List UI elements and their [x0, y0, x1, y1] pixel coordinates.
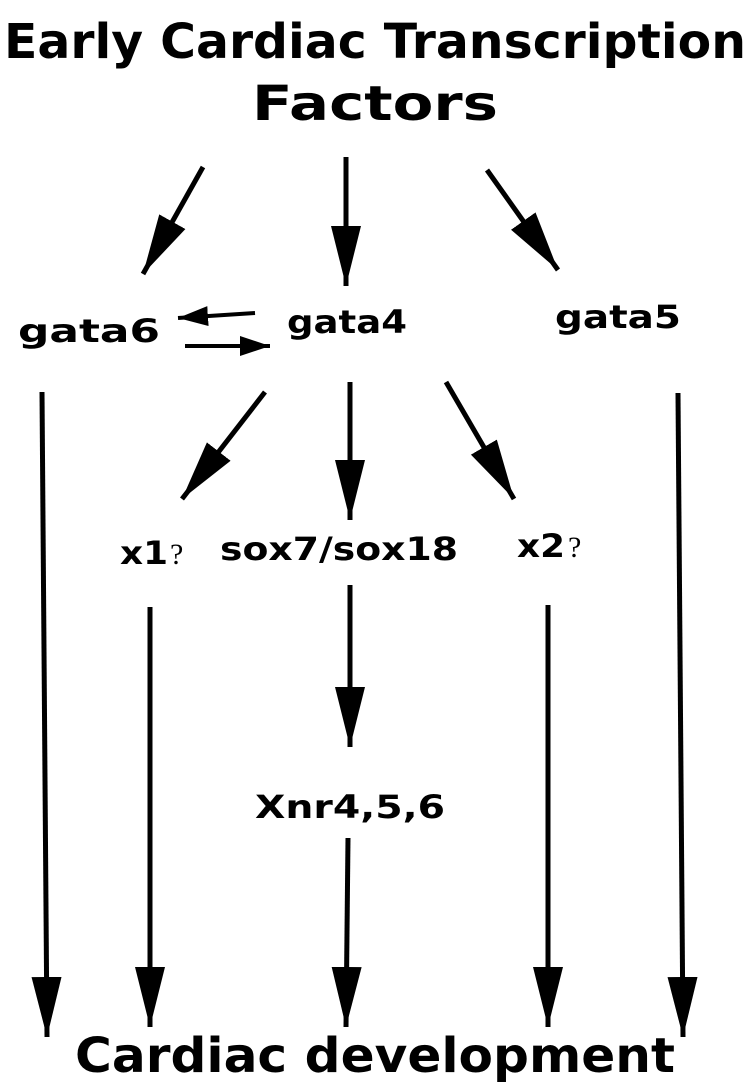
- title-line-1: Early Cardiac Transcription: [4, 14, 746, 70]
- arrow-factors-to-gata6: [140, 165, 206, 276]
- node-sox7-sox18: sox7/sox18: [220, 530, 458, 568]
- node-x2: x2: [517, 527, 565, 565]
- node-x1-question: ?: [170, 538, 183, 571]
- title-line-2: Factors: [252, 76, 498, 132]
- node-gata6: gata6: [18, 312, 160, 350]
- arrow-xnr-to-development: [331, 837, 362, 1028]
- node-gata5: gata5: [555, 298, 681, 336]
- node-x1: x1: [120, 534, 168, 572]
- arrow-factors-to-gata5: [484, 168, 561, 272]
- arrow-gata6-to-development: [31, 391, 62, 1038]
- arrow-gata4-to-gata6: [177, 306, 256, 327]
- node-gata4: gata4: [287, 303, 407, 341]
- outcome-cardiac-development: Cardiac development: [75, 1028, 675, 1084]
- arrow-gata5-to-development: [667, 392, 698, 1038]
- arrow-gata4-to-x1: [180, 390, 267, 501]
- node-xnr: Xnr4,5,6: [255, 788, 445, 826]
- arrow-gata4-to-x2: [443, 380, 517, 501]
- node-x2-question: ?: [568, 531, 581, 564]
